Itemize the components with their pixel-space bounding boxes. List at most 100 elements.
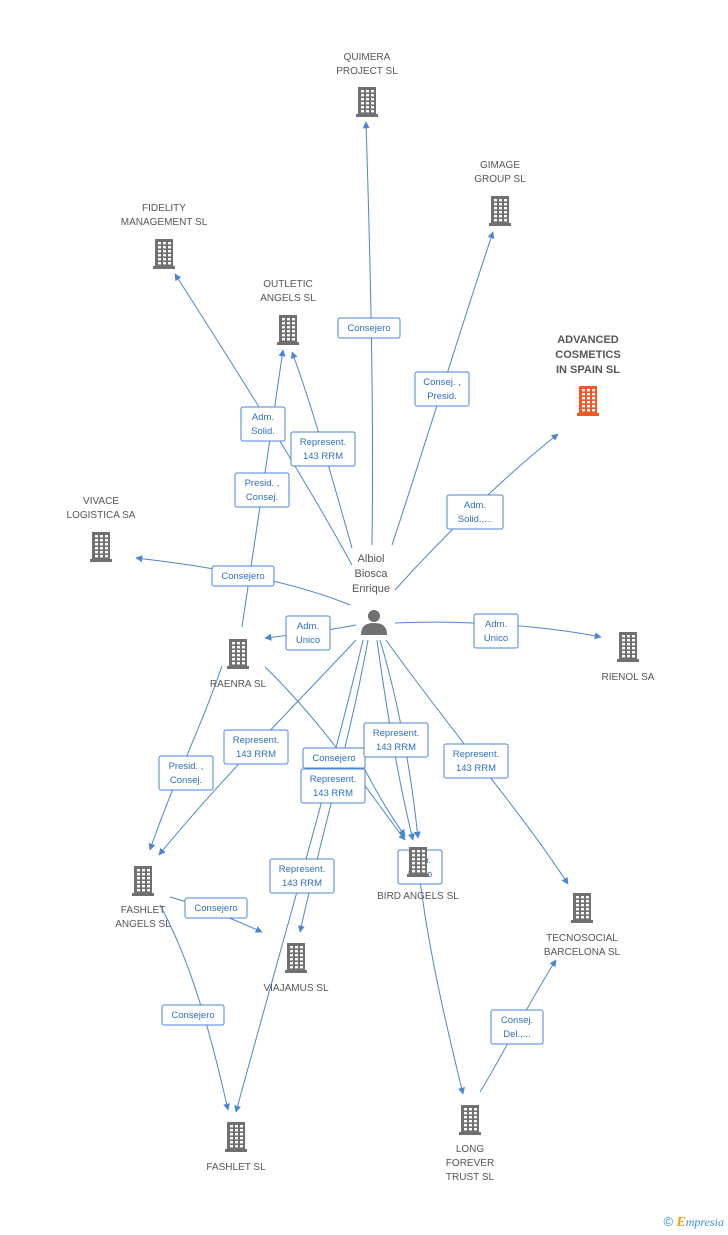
building-icon: [617, 632, 639, 662]
company-label: FOREVER: [446, 1158, 494, 1169]
company-label: VIAJAMUS SL: [263, 983, 328, 994]
relation-label-box: [161, 1004, 225, 1026]
building-icon: [227, 639, 249, 669]
relation-label-box: [269, 858, 335, 894]
relation-label-text: Unico: [296, 635, 320, 646]
relation-edge: [159, 904, 231, 1111]
relation-label-text: Consejero: [347, 323, 390, 334]
relation-label-box: [300, 768, 366, 804]
company-label: MANAGEMENT SL: [121, 217, 208, 228]
building-icon: [132, 866, 154, 896]
relation-label-consejero-vivace[interactable]: Consejero: [211, 565, 275, 587]
relation-label-box: [290, 431, 356, 467]
company-label: BARCELONA SL: [544, 947, 621, 958]
company-node-viajamus[interactable]: VIAJAMUS SL: [263, 943, 329, 994]
person-label: Biosca: [354, 568, 388, 580]
relation-label-text: 143 RRM: [303, 451, 343, 462]
relation-label-represent-viajamus[interactable]: Represent. 143 RRM: [269, 858, 335, 894]
building-icon: [153, 239, 175, 269]
relation-label-adm-unico-rienol[interactable]: Adm. Unico: [473, 613, 519, 649]
company-label: BIRD ANGELS SL: [377, 891, 459, 902]
relation-label-text: 143 RRM: [456, 763, 496, 774]
company-label: IN SPAIN SL: [556, 364, 620, 376]
company-node-fashlet[interactable]: FASHLET SL: [206, 1122, 266, 1173]
relation-label-box: [414, 371, 470, 407]
building-icon: [277, 315, 299, 345]
company-label: ANGELS SL: [260, 293, 316, 304]
relation-label-represent-outletic[interactable]: Represent.143 RRM: [290, 431, 356, 467]
company-label: COSMETICS: [555, 349, 620, 361]
relation-label-box: [184, 897, 248, 919]
person-icon: [361, 610, 387, 635]
company-label: FASHLET SL: [206, 1162, 266, 1173]
relation-label-represent-bird-2[interactable]: Represent.143 RRM: [300, 768, 366, 804]
relation-label-represent-bird-1[interactable]: Represent. 143 RRM: [363, 722, 429, 758]
relation-label-text: Presid. ,: [245, 478, 280, 489]
company-node-raenra[interactable]: RAENRA SL: [210, 639, 267, 690]
relation-label-consejero-bird-from-raenra[interactable]: Consejero: [302, 747, 366, 769]
relation-label-text: Consejero: [194, 903, 237, 914]
relation-label-text: 143 RRM: [282, 878, 322, 889]
relation-label-consej-del-tecnosocial[interactable]: Consej.Del.,...: [490, 1009, 544, 1045]
relation-label-box: [302, 747, 366, 769]
relation-label-presid-consej-fashlet-angels[interactable]: Presid. ,Consej.: [158, 755, 214, 791]
relation-label-box: [363, 722, 429, 758]
relation-label-text: 143 RRM: [313, 788, 353, 799]
building-icon: [225, 1122, 247, 1152]
relation-label-represent-tecnosocial[interactable]: Represent.143 RRM: [443, 743, 509, 779]
relation-label-text: Adm.: [485, 619, 507, 630]
footer-brand[interactable]: © Empresia: [663, 1214, 724, 1231]
relation-label-text: Represent.: [373, 728, 419, 739]
relation-label-adm-unico-raenra[interactable]: Adm.Unico: [285, 615, 331, 651]
company-label: TECNOSOCIAL: [546, 933, 618, 944]
relation-label-text: Unico: [484, 633, 508, 644]
empresia-logo-text: mpresia: [685, 1215, 724, 1229]
company-node-bird[interactable]: BIRD ANGELS SL: [377, 847, 459, 902]
relation-label-box: [490, 1009, 544, 1045]
relation-label-text: Presid.: [427, 391, 457, 402]
company-node-rienol[interactable]: RIENOL SA: [602, 632, 655, 683]
building-icon: [577, 386, 599, 416]
relation-label-consejero-fashlet[interactable]: Consejero: [161, 1004, 225, 1026]
company-label: GIMAGE: [480, 160, 520, 171]
relation-label-consejero-quimera[interactable]: Consejero: [337, 317, 401, 339]
relation-label-text: Represent.: [279, 864, 325, 875]
relation-label-box: [473, 613, 519, 649]
relation-label-box: [158, 755, 214, 791]
company-label: LOGISTICA SA: [67, 510, 136, 521]
relation-label-adm-solid-advanced[interactable]: Adm.Solid.,...: [446, 494, 504, 530]
company-node-vivace[interactable]: VIVACE LOGISTICA SA: [67, 496, 136, 562]
relation-label-adm-solid-fidelity[interactable]: Adm.Solid.: [240, 406, 286, 442]
company-label: RIENOL SA: [602, 672, 655, 683]
company-node-tecnosocial[interactable]: TECNOSOCIAL BARCELONA SL: [544, 893, 621, 958]
empresia-logo-initial: E: [676, 1215, 686, 1230]
relation-label-box: [337, 317, 401, 339]
company-label: TRUST SL: [446, 1172, 495, 1183]
relation-label-presid-consej-outletic[interactable]: Presid. ,Consej.: [234, 472, 290, 508]
company-label: RAENRA SL: [210, 679, 267, 690]
building-icon: [459, 1105, 481, 1135]
relation-label-box: [240, 406, 286, 442]
relation-label-represent-fashlet-angels[interactable]: Represent.143 RRM: [223, 729, 289, 765]
company-label: VIVACE: [83, 496, 119, 507]
company-label: FASHLET: [121, 905, 165, 916]
building-icon: [285, 943, 307, 973]
company-label: QUIMERA: [344, 52, 391, 63]
relation-label-consej-presid-gimage[interactable]: Consej. ,Presid.: [414, 371, 470, 407]
relation-label-box: [234, 472, 290, 508]
relation-label-box: [446, 494, 504, 530]
relation-label-box: [211, 565, 275, 587]
relation-label-consejero-viajamus[interactable]: Consejero: [184, 897, 248, 919]
relation-label-text: Consejero: [171, 1010, 214, 1021]
relation-label-text: 143 RRM: [376, 742, 416, 753]
